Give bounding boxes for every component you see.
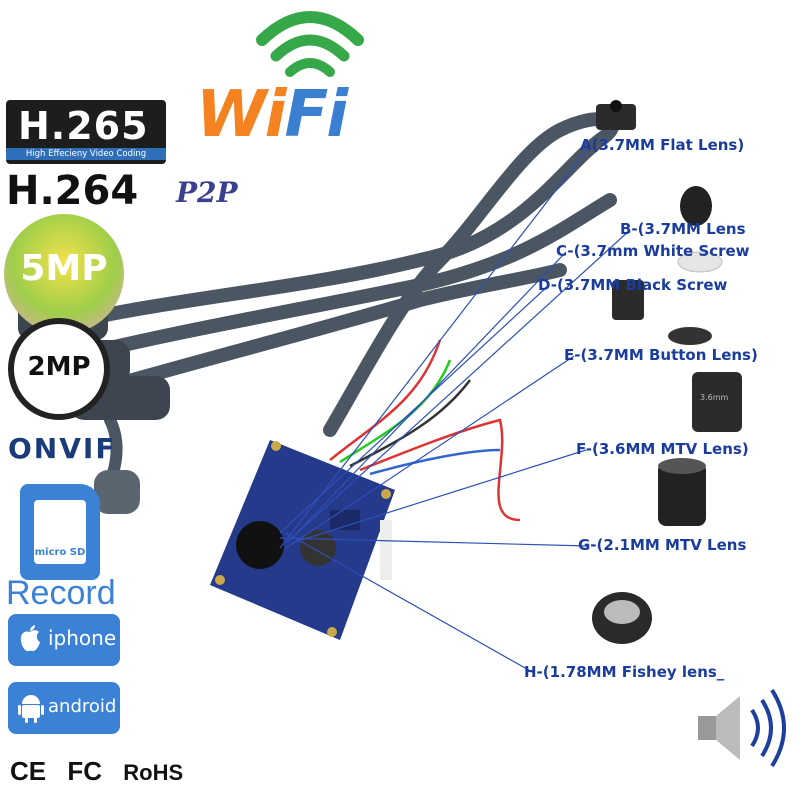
android-badge: android xyxy=(8,682,120,734)
fc-mark: FC xyxy=(67,756,103,786)
micro-sd-icon: micro SD xyxy=(20,484,100,580)
lens-b-label: B-(3.7MM Lens xyxy=(620,220,746,238)
h264-label: H.264 xyxy=(6,168,139,214)
lens-f-label: F-(3.6MM MTV Lens) xyxy=(576,440,749,458)
leader-line xyxy=(291,449,587,544)
color-wires xyxy=(329,339,521,522)
lens-e-label: E-(3.7MM Button Lens) xyxy=(564,346,758,364)
leader-line xyxy=(285,229,631,544)
leader-line xyxy=(285,355,575,549)
lens-b-icon xyxy=(680,186,712,226)
h265-sub-label: High Effecieny Video Coding xyxy=(6,148,166,160)
mp2-badge: 2MP xyxy=(8,318,110,420)
lens-d-label: D-(3.7MM Black Screw xyxy=(538,276,728,294)
h265-badge: H.265 High Effecieny Video Coding xyxy=(6,100,166,164)
ce-mark: CE xyxy=(10,756,47,786)
lens-c-label: C-(3.7mm White Screw xyxy=(556,242,750,260)
wifi-f: Fi xyxy=(284,78,349,152)
leader-line xyxy=(279,537,589,547)
wifi-icon xyxy=(256,11,364,77)
rohs-mark: RoHS xyxy=(123,760,184,785)
mp5-label: 5MP xyxy=(20,248,108,289)
leader-line xyxy=(279,145,591,549)
screw-d-icon xyxy=(612,280,644,320)
lens-f-icon: 3.6mm xyxy=(692,372,742,432)
lens-f-print: 3.6mm xyxy=(700,393,729,402)
apple-icon xyxy=(20,625,40,652)
screw-c-icon xyxy=(677,251,723,273)
leader-line xyxy=(285,532,535,674)
lens-a-icon xyxy=(596,100,636,130)
reset-cap xyxy=(94,470,140,514)
certification-marks: CE FC RoHS xyxy=(10,756,197,787)
lens-h-label: H-(1.78MM Fishey lens_ xyxy=(524,663,725,681)
lens-e-icon xyxy=(668,327,712,345)
lens-a-label: A(3.7MM Flat Lens) xyxy=(580,136,745,154)
wifi-w: Wi xyxy=(196,78,287,152)
mp2-label: 2MP xyxy=(27,352,91,382)
micro-sd-label: micro SD xyxy=(34,547,86,558)
wifi-logo: WiFi xyxy=(196,78,349,152)
iphone-label: iphone xyxy=(48,626,117,650)
lens-h-icon xyxy=(592,592,652,644)
android-label: android xyxy=(48,696,117,717)
lens-g-icon xyxy=(658,458,706,526)
speaker-icon xyxy=(698,688,786,768)
sd-card: micro SD xyxy=(34,500,86,564)
lens-g-label: G-(2.1MM MTV Lens xyxy=(578,536,747,554)
android-icon xyxy=(18,695,44,723)
record-label: Record xyxy=(6,574,116,612)
onvif-logo: ONVIF xyxy=(8,432,117,465)
leader-lines xyxy=(279,145,631,674)
leader-line xyxy=(279,285,549,534)
p2p-logo: P2P xyxy=(176,176,238,209)
iphone-badge: iphone xyxy=(8,614,120,666)
h265-label: H.265 xyxy=(18,104,149,148)
mp5-badge: 5MP xyxy=(4,214,124,334)
cable-bundle xyxy=(33,112,619,506)
